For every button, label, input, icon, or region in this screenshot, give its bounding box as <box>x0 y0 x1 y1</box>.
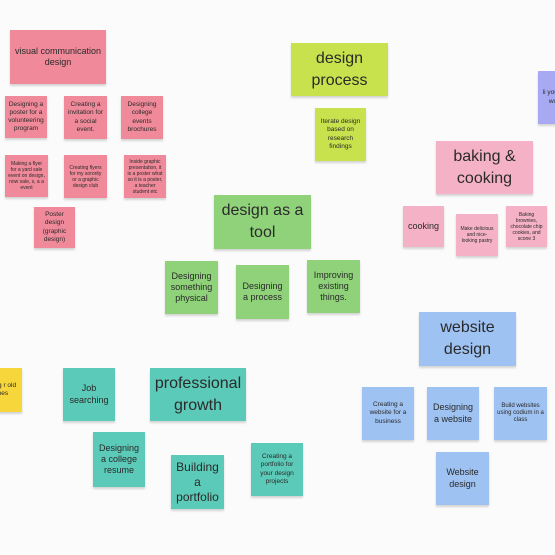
note-job-searching[interactable]: Job searching <box>63 368 115 421</box>
note-cooking[interactable]: cooking <box>403 206 444 247</box>
note-partial-yellow[interactable]: fying r old thes <box>0 368 22 412</box>
note-designing-a-website[interactable]: Designing a website <box>427 387 479 440</box>
note-partial-purple[interactable]: li you u wo <box>538 71 555 124</box>
note-poster-design[interactable]: Poster design (graphic design) <box>34 207 75 248</box>
note-website-design-small[interactable]: Website design <box>436 452 489 505</box>
note-professional-growth[interactable]: professional growth <box>150 368 246 421</box>
note-designing-something-physical[interactable]: Designing something physical <box>165 261 218 314</box>
note-design-as-a-tool[interactable]: design as a tool <box>214 195 311 249</box>
note-baking-cooking[interactable]: baking & cooking <box>436 141 533 194</box>
note-portfolio-design-projects[interactable]: Creating a portfolio for your design pro… <box>251 443 303 496</box>
note-website-design[interactable]: website design <box>419 312 516 366</box>
note-invitation-social-event[interactable]: Creating a invitation for a social event… <box>64 96 107 139</box>
note-designing-a-process[interactable]: Designing a process <box>236 265 289 319</box>
note-poster-volunteering[interactable]: Designing a poster for a volunteering pr… <box>5 96 47 138</box>
note-website-for-business[interactable]: Creating a website for a business <box>362 387 414 440</box>
note-visual-communication-design[interactable]: visual communication design <box>10 30 106 84</box>
note-iterate-design[interactable]: Iterate design based on research finding… <box>315 108 366 161</box>
note-build-websites-class[interactable]: Build websites using codium in a class <box>494 387 547 440</box>
note-college-resume[interactable]: Designing a college resume <box>93 432 145 487</box>
note-flyers-sorority[interactable]: Creating flyers for my sorority or a gra… <box>64 155 107 198</box>
note-brownies[interactable]: Baking brownies, chocolate chip cookies,… <box>506 206 547 247</box>
note-flyer-yard-sale[interactable]: Making a flyer for a yard sale event on … <box>5 155 48 197</box>
note-college-brochures[interactable]: Designing college events brochures <box>121 96 163 139</box>
note-design-process[interactable]: design process <box>291 43 388 96</box>
note-graphic-presentation[interactable]: Inside graphic presentation, it is a pos… <box>124 155 166 198</box>
note-improving-existing-things[interactable]: Improving existing things. <box>307 260 360 313</box>
note-pastry[interactable]: Make delicious and nice-looking pastry <box>456 214 498 256</box>
note-building-portfolio[interactable]: Building a portfolio <box>171 455 224 509</box>
